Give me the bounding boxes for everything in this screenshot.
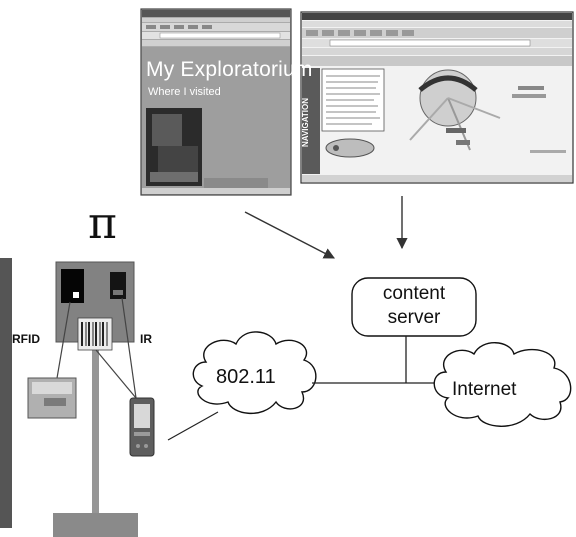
ir-link-line-2: [95, 349, 137, 399]
rfid-card: [27, 377, 77, 419]
internet-cloud: [433, 342, 572, 427]
rfid-label: RFID: [12, 332, 40, 346]
site-subtitle: Where I visited: [148, 86, 221, 98]
kiosk-panel: [55, 261, 135, 351]
browser-window-my-exploratorium: [140, 8, 292, 196]
internet-label: Internet: [452, 379, 517, 400]
pi-symbol: π: [88, 198, 117, 249]
wifi-cloud: [192, 331, 317, 415]
content-server-label: content server: [382, 283, 446, 328]
site-title: My Exploratorium: [146, 58, 313, 81]
arrow-left-browser-to-server: [244, 211, 335, 259]
pda-to-wifi-line: [167, 411, 219, 441]
content-server-box: [351, 277, 477, 337]
kiosk-base: [53, 513, 138, 537]
ir-link-line-1: [121, 297, 137, 399]
left-edge-strip: [0, 258, 12, 528]
wifi-label: 802.11: [216, 366, 276, 388]
kiosk-pole: [92, 330, 99, 515]
ir-label: IR: [140, 332, 152, 346]
rfid-link-line: [55, 301, 71, 385]
nav-sidebar-text: NAVIGATION: [301, 97, 310, 147]
browser-window-navigation: [300, 11, 574, 184]
handheld-pda: [129, 397, 155, 457]
